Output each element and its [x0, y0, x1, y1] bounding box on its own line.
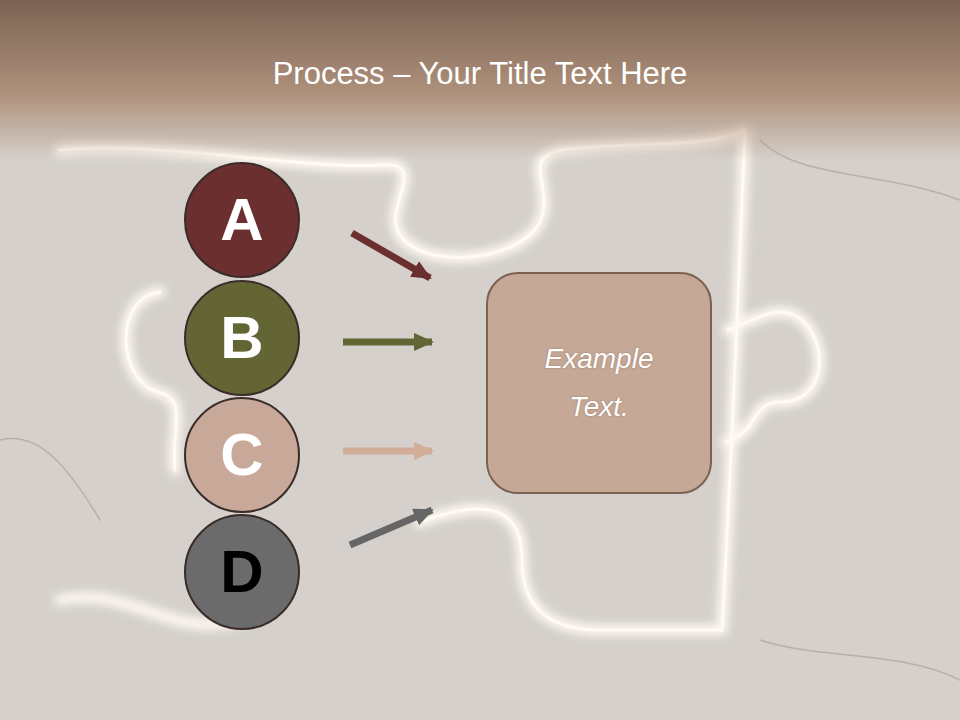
step-circle: A [184, 162, 300, 278]
step-letter: A [220, 188, 263, 252]
step-letter: C [220, 423, 263, 487]
flow-arrow [352, 233, 430, 278]
title-band [0, 0, 960, 160]
puzzle-seams [0, 130, 960, 680]
step-circle: B [184, 280, 300, 396]
step-letter: D [220, 540, 263, 604]
step-letter: B [220, 306, 263, 370]
step-circle: D [184, 514, 300, 630]
flow-arrow [350, 510, 432, 545]
flow-arrow [343, 448, 432, 455]
process-box: Example Text. [486, 272, 712, 494]
flow-arrow [343, 339, 432, 346]
slide-title: Process – Your Title Text Here [0, 52, 960, 96]
box-text: Example Text. [518, 335, 680, 431]
step-circle: C [184, 397, 300, 513]
